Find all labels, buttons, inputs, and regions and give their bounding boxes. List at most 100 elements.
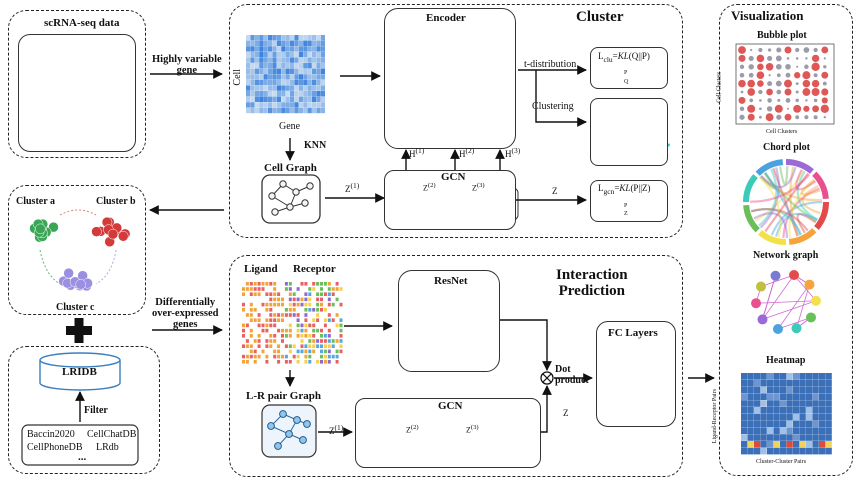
lr-matrix-cell [296,287,300,291]
matrix-cell [294,46,299,52]
cluster-b-cell [117,230,129,242]
arrow-clustering [535,70,587,127]
matrix-cell [285,68,290,74]
lr-matrix-cell [296,354,300,359]
matrix-cell [303,57,308,63]
lr-matrix-cell [327,313,331,317]
heatmap-cell [806,427,813,434]
resnet-box [398,270,500,372]
matrix-cell [254,107,259,114]
heatmap-cell [799,434,806,441]
cell-graph-node [268,192,276,200]
cluster-panel [229,4,683,238]
heatmap-cell [793,386,800,394]
heatmap-cell [799,379,806,387]
lr-matrix-cell [253,349,257,354]
chord-ribbon [795,169,817,191]
cell-graph-node [271,208,279,216]
matrix-cell [263,85,268,91]
matrix-cell [298,51,303,58]
z-curve-label: Z [624,211,628,217]
heatmap-cell [741,420,748,428]
matrix-cell [254,40,259,46]
matrix-cell [312,74,317,80]
heatmap-cell [747,400,754,407]
matrix-cell [312,107,317,114]
heatmap-cell [812,386,819,394]
lr-matrix-cell [296,334,300,338]
bubble [803,47,810,53]
source-cellphone: CellPhoneDB [27,442,83,453]
lr-matrix-cell [242,308,245,312]
heatmap-cell [760,434,767,441]
lr-matrix-cell [296,349,300,354]
matrix-cell [285,74,290,80]
lr-matrix-cell [312,318,316,322]
matrix-cell [268,35,273,41]
matrix-cell [276,74,281,80]
heatmap-cell [760,420,767,428]
lr-matrix-cell [249,344,253,348]
heatmap-cell [799,441,806,448]
bubble [821,46,829,54]
lr-matrix-cell [320,344,323,348]
cluster-a-label: Cluster a [16,196,55,207]
heatmap-cell [825,393,832,400]
matrix-cell [312,102,317,108]
matrix-cell [312,91,317,97]
lr-graph-node [293,416,301,424]
heatmap-cell [741,379,748,387]
heatmap-label: Heatmap [766,355,806,366]
lr-matrix-cell [265,318,269,322]
lr-matrix-cell [265,302,269,307]
lr-matrix-cell [292,313,296,317]
matrix-cell [276,107,281,114]
lr-matrix-cell [269,318,273,322]
arrow-gcn-to-dot [541,385,552,433]
matrix-cell [312,85,317,91]
lr-matrix-cell [296,328,300,333]
heatmap-cell [819,379,826,387]
bubble [747,104,756,113]
lr-matrix-cell [253,308,257,312]
matrix-cell [294,74,299,80]
matrix-cell [276,96,281,102]
lr-matrix-cell [296,302,300,307]
matrix-cell [276,46,281,52]
lr-matrix-cell [335,287,339,291]
matrix-cell [303,40,308,46]
chord-ribbon [750,208,803,236]
matrix-cell [294,79,299,86]
bubble [796,65,799,68]
lr-z1-label: Z(1) [329,423,344,436]
lr-matrix-cell [300,328,304,333]
matrix-cell [276,51,281,58]
lr-matrix-cell [288,328,292,333]
heatmap-cell [780,400,787,407]
bubble [785,72,791,78]
matrix-cell [294,107,299,114]
lr-matrix-cell [269,302,273,307]
matrix-cell [254,74,259,80]
matrix-cell [320,96,325,102]
lr-matrix-cell [245,360,249,364]
heatmap-cell [825,427,832,434]
lridb-label: LRIDB [62,366,97,378]
matrix-cell [250,35,255,41]
matrix-cell [290,46,295,52]
heatmap-cell [754,407,761,414]
heatmap-cell [767,400,774,407]
heatmap-cell [825,420,832,428]
cell-graph-node [292,188,300,196]
heatmap-cell [767,427,774,434]
heatmap-cell [799,447,806,455]
lr-matrix-cell [245,287,249,291]
matrix-cell [316,85,321,91]
lr-matrix-cell [316,302,320,307]
matrix-cell [298,91,303,97]
bubble [811,79,820,88]
lr-matrix-cell [308,302,312,307]
lr-matrix-cell [265,323,269,328]
heatmap-cell [812,447,819,455]
matrix-cell [281,57,286,63]
